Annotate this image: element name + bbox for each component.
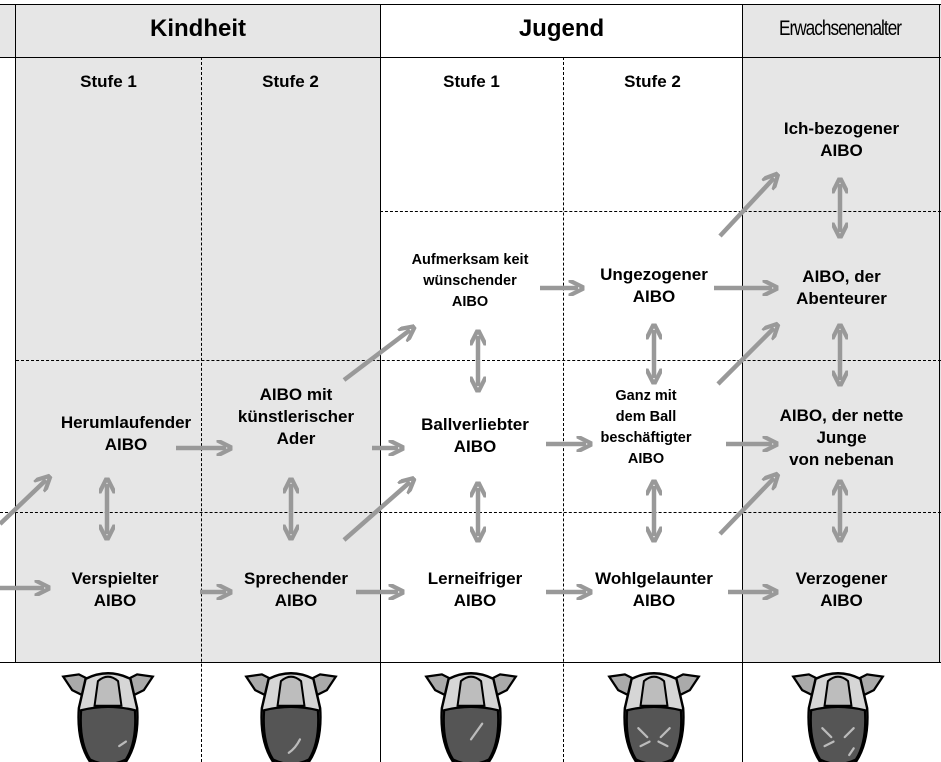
arrow-ganzmitball-to-abenteurer [716, 328, 774, 386]
right-border [939, 4, 940, 662]
node-verzogener: Verzogener AIBO [795, 569, 888, 610]
arrow-ungezogener-to-ichbezogener [718, 178, 774, 238]
node-lerneifriger: Lerneifriger AIBO [427, 569, 523, 610]
youth-stage-divider [563, 57, 564, 762]
node-verspielter: Verspielter AIBO [71, 569, 159, 610]
aibo-icons-row [61, 672, 885, 762]
aibo-head-icon [61, 672, 155, 762]
node-herumlaufender: Herumlaufender AIBO [60, 413, 192, 454]
stage-childhood-1: Stufe 1 [80, 72, 137, 91]
node-nette-junge: AIBO, der nette Junge von nebenan [779, 406, 904, 469]
aibo-face-marking [118, 740, 128, 748]
node-ballverliebter: Ballverliebter AIBO [421, 415, 529, 456]
left-border [15, 4, 16, 662]
aibo-head-icon [244, 672, 338, 762]
childhood-stage-divider [201, 57, 202, 762]
aibo-head-icon [607, 672, 701, 762]
aibo-face-marking [637, 727, 671, 748]
node-ich-bezogener: Ich-bezogener AIBO [783, 119, 900, 160]
adulthood-header-shade [742, 4, 941, 57]
node-abenteurer: AIBO, der Abenteurer [796, 267, 887, 308]
node-ungezogener: Ungezogener AIBO [600, 265, 708, 306]
youth-adulthood-border [742, 4, 743, 762]
node-aufmerksamkeit: Aufmerksam keit wünschender AIBO [411, 252, 529, 310]
stage-childhood-2: Stufe 2 [262, 72, 319, 91]
period-adulthood: Erwachsenenalter [778, 17, 902, 40]
header-left-shade [0, 4, 15, 57]
arrow-sprechender-to-ballverliebter [342, 482, 410, 542]
stage-youth-1: Stufe 1 [443, 72, 500, 91]
childhood-header-shade [16, 4, 380, 57]
top-border [0, 4, 941, 5]
aibo-head-icon [424, 672, 518, 762]
childhood-youth-border [380, 4, 381, 762]
transition-arrows [0, 178, 840, 592]
aibo-face-marking [469, 722, 484, 741]
period-childhood: Kindheit [150, 15, 246, 42]
aibo-head-icon [791, 672, 885, 762]
header-divider [0, 57, 941, 58]
node-kuenstlerischer: AIBO mit künstlerischer Ader [237, 385, 355, 448]
node-wohlgelaunter: Wohlgelaunter AIBO [595, 569, 713, 610]
icon-row-divider [0, 662, 941, 663]
arrow-kuenstlerischer-to-aufmerksamkeit [342, 330, 410, 382]
node-ganz-mit-ball: Ganz mit dem Ball beschäftigter AIBO [600, 388, 692, 467]
aibo-face-marking [287, 738, 302, 754]
stage-youth-2: Stufe 2 [624, 72, 681, 91]
node-sprechender: Sprechender AIBO [244, 569, 348, 610]
row-divider-youth-top [380, 211, 941, 212]
childhood-column-shade [16, 57, 380, 662]
arrow-entry-to-herumlaufender [0, 480, 46, 526]
period-youth: Jugend [518, 15, 605, 42]
aibo-face-marking [821, 727, 855, 757]
arrow-wohlgelaunter-to-nettejunge [718, 478, 774, 536]
